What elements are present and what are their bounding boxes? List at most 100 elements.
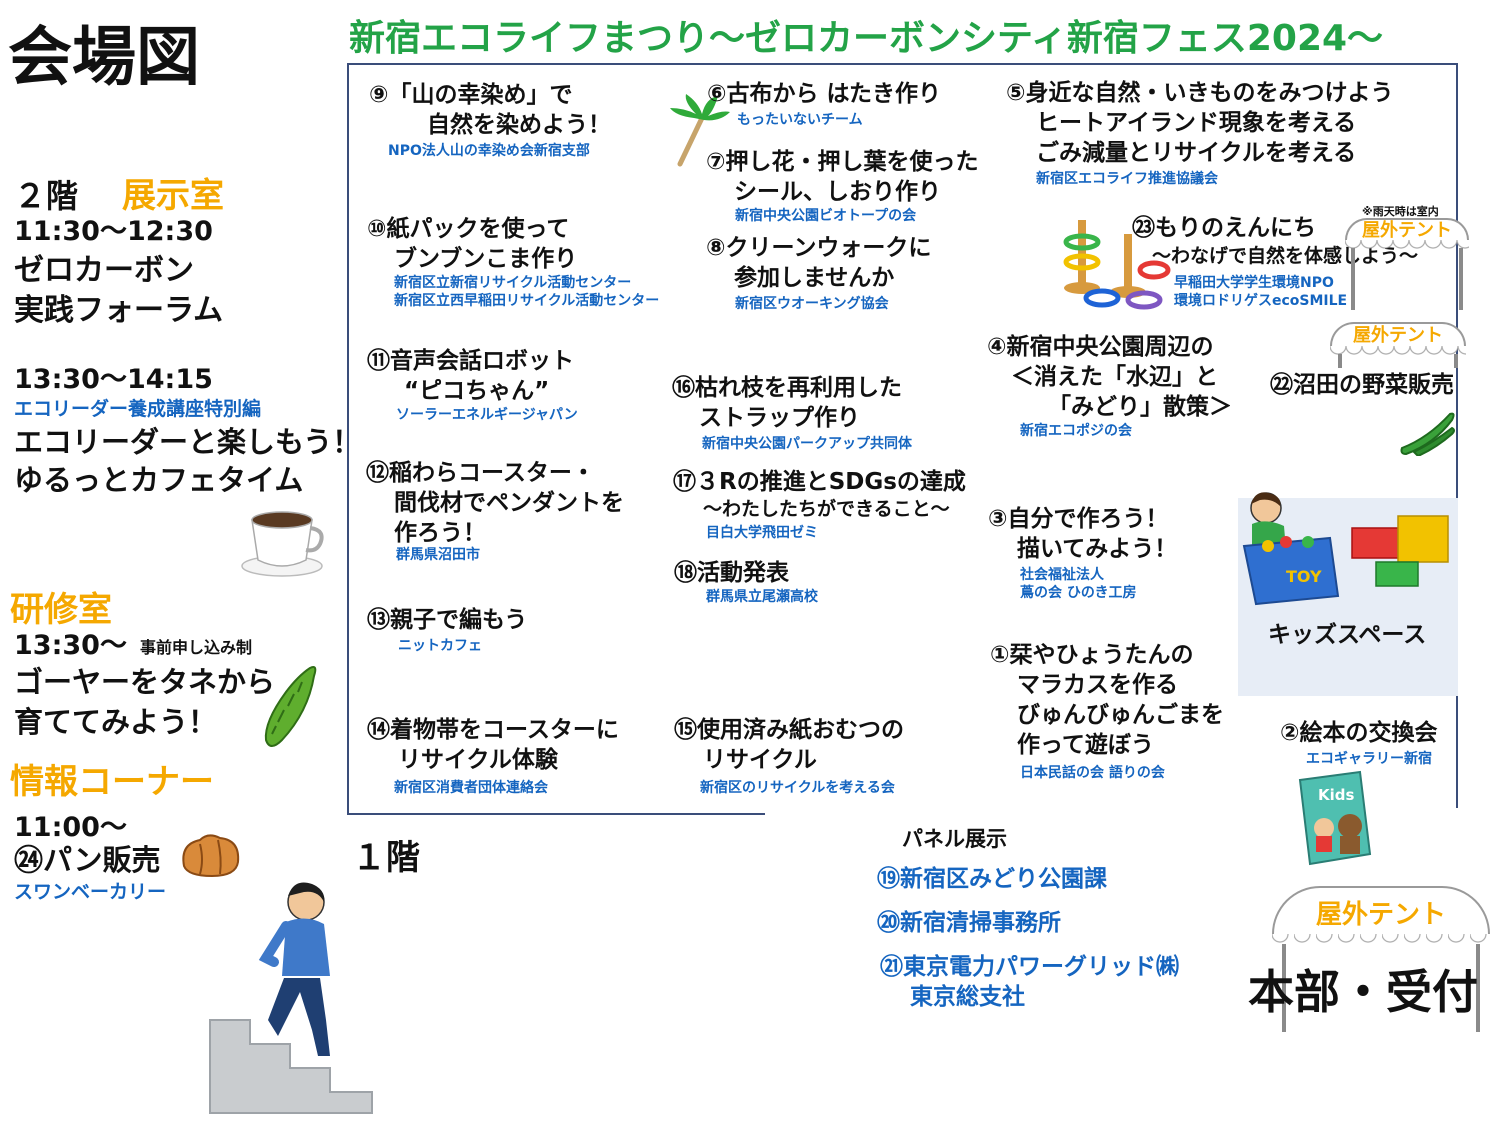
forum-time: 11:30〜12:30 bbox=[14, 216, 213, 247]
goya-time: 13:30〜 bbox=[14, 630, 127, 661]
booth-17-org: 目白大学飛田ゼミ bbox=[706, 525, 818, 541]
tent-scallop bbox=[1272, 934, 1490, 946]
map-title: 会場図 bbox=[8, 21, 200, 95]
goya-title-line1: ゴーヤーをタネから bbox=[14, 665, 276, 699]
bitter-melon-icon bbox=[264, 666, 317, 747]
booth-5-title-3: ごみ減量とリサイクルを考える bbox=[1036, 140, 1357, 166]
cucumber-icon bbox=[1400, 412, 1455, 456]
bread-icon bbox=[182, 834, 240, 878]
tent-label: 屋外テント bbox=[1315, 900, 1446, 930]
panel-20: ⑳新宿清掃事務所 bbox=[877, 910, 1061, 936]
booth-17-title-2: 〜わたしたちができること〜 bbox=[703, 498, 950, 520]
cafe-subtitle: エコリーダー養成講座特別編 bbox=[14, 398, 262, 420]
training-room-label: 研修室 bbox=[10, 590, 112, 630]
booth-14-title-2: リサイクル体験 bbox=[398, 747, 558, 773]
booth-5-title-2: ヒートアイランド現象を考える bbox=[1036, 110, 1357, 136]
tent-pole-right bbox=[1476, 944, 1480, 1032]
outdoor-tent-hq: 屋外テント bbox=[1272, 886, 1490, 1032]
cafe-title-line2: ゆるっとカフェタイム bbox=[14, 463, 304, 497]
outdoor-tent-22: 屋外テント bbox=[1330, 322, 1466, 368]
tent-pole-right bbox=[1459, 248, 1463, 310]
booth-11-org: ソーラーエネルギージャパン bbox=[396, 407, 578, 423]
event-title: 新宿エコライフまつり〜ゼロカーボンシティ新宿フェス2024〜 bbox=[349, 18, 1384, 59]
booth-16-title: ⑯枯れ枝を再利用した bbox=[672, 375, 902, 401]
panel-21: ㉑東京電力パワーグリッド㈱ bbox=[880, 954, 1179, 980]
booth-8-org: 新宿区ウオーキング協会 bbox=[735, 296, 889, 312]
booth-3-org-1: 社会福祉法人 bbox=[1020, 567, 1104, 583]
info-corner-label: 情報コーナー bbox=[10, 762, 214, 802]
booth-15-org: 新宿区のリサイクルを考える会 bbox=[700, 780, 895, 796]
bread-time: 11:00〜 bbox=[14, 812, 127, 843]
booth-1-title: ①栞やひょうたんの bbox=[990, 642, 1194, 668]
stairs-person-illustration bbox=[209, 882, 373, 1114]
tent-roof bbox=[1330, 322, 1466, 346]
forum-title-line1: ゼロカーボン bbox=[14, 253, 194, 288]
cafe-title-line1: エコリーダーと楽しもう！ bbox=[14, 425, 362, 459]
booth-3-title-2: 描いてみよう！ bbox=[1017, 536, 1178, 562]
booth-1-title-2: マラカスを作る bbox=[1017, 672, 1178, 698]
goya-title-line2: 育ててみよう！ bbox=[14, 705, 218, 739]
tent-scallop bbox=[1345, 240, 1469, 250]
toy-box-label: TOY bbox=[1286, 567, 1322, 586]
booth-4-title: ④新宿中央公園周辺の bbox=[987, 334, 1214, 360]
booth-11-title: ⑪音声会話ロボット bbox=[367, 348, 574, 374]
floor1-label: １階 bbox=[352, 838, 420, 878]
booth-3-title: ③自分で作ろう！ bbox=[988, 506, 1169, 532]
booth-1-title-4: 作って遊ぼう bbox=[1017, 732, 1154, 758]
booth-23-title: ㉓もりのえんにち bbox=[1132, 215, 1316, 241]
booth-16-title-2: ストラップ作り bbox=[699, 405, 860, 431]
floor1-entrance-gap bbox=[765, 808, 1458, 818]
booth-6-org: もったいないチーム bbox=[737, 112, 863, 128]
booth-4-title-3: 「みどり」散策＞ bbox=[1048, 394, 1232, 420]
booth-4-org: 新宿エコポジの会 bbox=[1020, 423, 1132, 439]
booth-10-title-2: ブンブンこま作り bbox=[394, 246, 578, 272]
booth-22-title: ㉒沼田の野菜販売 bbox=[1270, 372, 1454, 398]
booth-10-org-2: 新宿区立西早稲田リサイクル活動センター bbox=[394, 293, 660, 309]
tent-pole-left bbox=[1338, 354, 1342, 368]
booth-8-title: ⑧クリーンウォークに bbox=[706, 235, 932, 261]
kids-toys-illustration: TOY bbox=[1242, 492, 1449, 606]
booth-9-title-2: 自然を染めよう！ bbox=[427, 112, 611, 138]
booth-1-org: 日本民話の会 語りの会 bbox=[1020, 765, 1165, 781]
forum-title-line2: 実践フォーラム bbox=[14, 293, 224, 328]
kids-space-label: キッズスペース bbox=[1268, 622, 1427, 648]
booth-4-title-2: ＜消えた「水辺」と bbox=[1011, 364, 1218, 390]
booth-8-title-2: 参加しませんか bbox=[734, 265, 895, 291]
headquarters-reception: 本部・受付 bbox=[1248, 965, 1478, 1019]
booth-14-org: 新宿区消費者団体連絡会 bbox=[394, 780, 548, 796]
booth-14-title: ⑭着物帯をコースターに bbox=[367, 717, 619, 743]
booth-9-title: ⑨「山の幸染め」で bbox=[369, 82, 573, 108]
panel-19: ⑲新宿区みどり公園課 bbox=[877, 866, 1107, 892]
booth-7-org: 新宿中央公園ビオトープの会 bbox=[735, 208, 917, 224]
booth-9-org: NPO法人山の幸染め会新宿支部 bbox=[388, 143, 590, 159]
tent-roof bbox=[1272, 886, 1490, 934]
booth-12-title-2: 間伐材でペンダントを bbox=[394, 490, 624, 516]
book-title-text: Kids bbox=[1318, 786, 1355, 804]
booth-16-org: 新宿中央公園パークアップ共同体 bbox=[702, 436, 912, 452]
booth-23-org-2: 環境ロドリゲスecoSMILE bbox=[1174, 293, 1348, 309]
booth-11-title-2: “ピコちゃん” bbox=[404, 378, 550, 404]
booth-1-title-3: びゅんびゅんごまを bbox=[1017, 702, 1224, 728]
floor2-label: ２階 bbox=[14, 177, 79, 215]
goya-note: 事前申し込み制 bbox=[140, 638, 253, 657]
booth-15-title-2: リサイクル bbox=[703, 747, 817, 773]
ring-toss-icon bbox=[1063, 220, 1171, 310]
tent-pole-left bbox=[1351, 248, 1355, 310]
booth-17-title: ⑰３Rの推進とSDGsの達成 bbox=[673, 469, 966, 495]
booth-18-title: ⑱活動発表 bbox=[674, 560, 789, 586]
booth-12-org: 群馬県沼田市 bbox=[396, 547, 480, 563]
booth-13-title: ⑬親子で編もう bbox=[367, 607, 528, 633]
booth-7-title: ⑦押し花・押し葉を使った bbox=[706, 149, 979, 175]
booth-5-title: ⑤身近な自然・いきものをみつけよう bbox=[1006, 80, 1394, 106]
bread-title: ㉔パン販売 bbox=[14, 843, 161, 877]
cafe-time: 13:30〜14:15 bbox=[14, 364, 213, 395]
booth-2-org: エコギャラリー新宿 bbox=[1306, 751, 1432, 767]
booth-10-org-1: 新宿区立新宿リサイクル活動センター bbox=[394, 275, 632, 291]
bread-org: スワンベーカリー bbox=[14, 881, 167, 903]
booth-5-org: 新宿区エコライフ推進協議会 bbox=[1036, 171, 1218, 187]
booth-3-org-2: 蔦の会 ひのき工房 bbox=[1020, 585, 1137, 601]
booth-12-title: ⑫稲わらコースター・ bbox=[366, 460, 595, 486]
tent-label: 屋外テント bbox=[1353, 325, 1443, 346]
picture-book-icon: Kids bbox=[1298, 770, 1372, 866]
booth-23-org-1: 早稲田大学学生環境NPO bbox=[1174, 275, 1334, 291]
